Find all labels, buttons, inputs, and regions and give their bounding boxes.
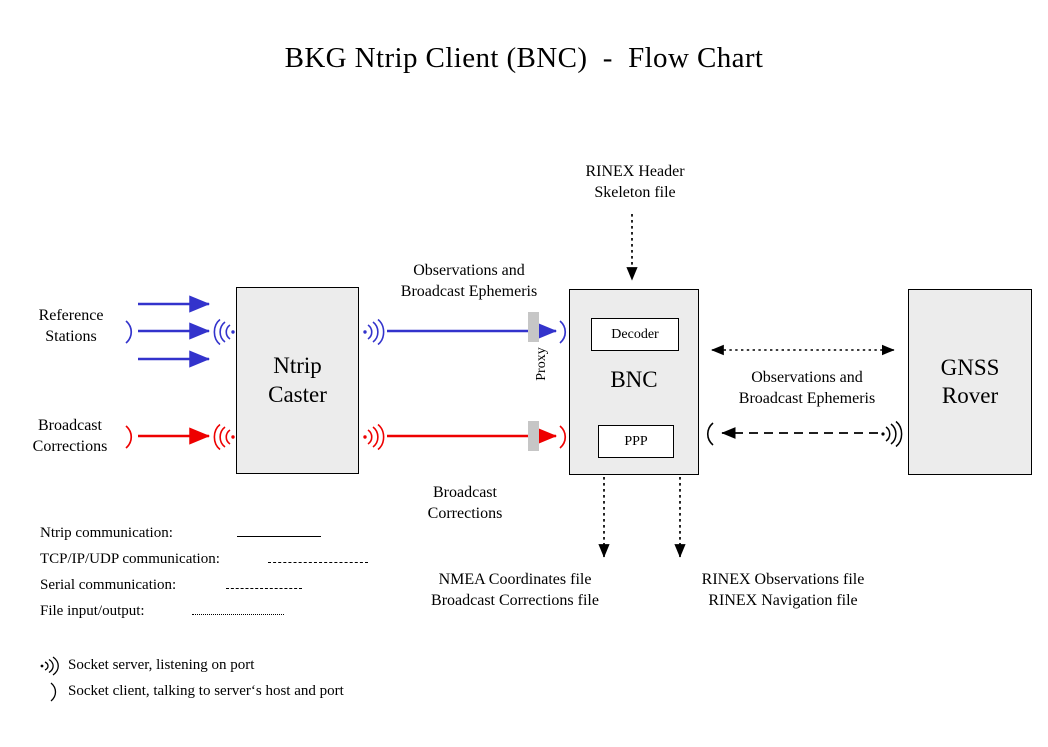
label-nmea-output-files: NMEA Coordinates file Broadcast Correcti… <box>431 571 599 609</box>
node-gnss-rover[interactable]: GNSS Rover <box>908 289 1032 475</box>
socket-client-icon <box>703 420 717 448</box>
proxy-bar-bottom <box>528 421 539 451</box>
socket-client-icon <box>556 318 570 346</box>
node-gnss-rover-label: GNSS Rover <box>940 354 1000 408</box>
node-ntrip-caster[interactable]: Ntrip Caster <box>236 287 359 474</box>
socket-client-icon <box>122 318 136 346</box>
node-bnc-decoder-label: Decoder <box>611 326 659 342</box>
node-bnc-decoder[interactable]: Decoder <box>591 318 679 351</box>
socket-server-icon <box>362 421 386 453</box>
label-rinex-header-skeleton-file: RINEX Header Skeleton file <box>585 163 685 201</box>
legend-label-file: File input/output: <box>40 603 145 619</box>
legend-row-socket-server: Socket server, listening on port <box>38 654 468 680</box>
socket-server-icon <box>212 316 236 348</box>
legend-row-tcpip: TCP/IP/UDP communication: <box>40 549 370 575</box>
legend-socket-glyphs: Socket server, listening on port Socket … <box>38 654 468 706</box>
label-broadcast-corrections-input: Broadcast Corrections <box>32 417 108 455</box>
label-observations-ephemeris-left: Observations and Broadcast Ephemeris <box>400 262 538 300</box>
legend-swatch-solid-line <box>237 536 321 537</box>
legend-row-serial: Serial communication: <box>40 575 370 601</box>
label-broadcast-corrections-mid: Broadcast Corrections <box>427 484 503 522</box>
socket-server-icon <box>880 418 904 450</box>
legend-label-socket-client: Socket client, talking to server‘s host … <box>68 683 344 699</box>
node-bnc-ppp[interactable]: PPP <box>598 425 674 458</box>
legend-swatch-long-dashed-line <box>268 562 368 563</box>
page-title: BKG Ntrip Client (BNC) - Flow Chart <box>284 42 764 74</box>
legend-label-socket-server: Socket server, listening on port <box>68 657 255 673</box>
legend-row-ntrip: Ntrip communication: <box>40 523 370 549</box>
node-ntrip-caster-label: Ntrip Caster <box>268 353 327 407</box>
socket-server-icon <box>38 654 62 683</box>
label-observations-ephemeris-right: Observations and Broadcast Ephemeris <box>738 369 876 407</box>
legend-swatch-dotted-line <box>192 614 284 615</box>
legend-row-socket-client: Socket client, talking to server‘s host … <box>38 680 468 706</box>
legend-row-file: File input/output: <box>40 601 370 627</box>
legend-label-tcpip: TCP/IP/UDP communication: <box>40 551 220 567</box>
legend-line-styles: Ntrip communication: TCP/IP/UDP communic… <box>40 523 370 627</box>
legend-label-serial: Serial communication: <box>40 577 177 593</box>
node-bnc[interactable]: Decoder BNC PPP <box>569 289 699 475</box>
socket-server-icon <box>362 316 386 348</box>
proxy-label: Proxy <box>534 347 549 381</box>
socket-client-icon <box>122 423 136 451</box>
label-rinex-output-files: RINEX Observations file RINEX Navigation… <box>701 571 865 609</box>
node-bnc-ppp-label: PPP <box>624 433 648 449</box>
label-reference-stations: Reference Stations <box>38 307 104 345</box>
legend-label-ntrip: Ntrip communication: <box>40 525 173 541</box>
legend-swatch-dashed-line <box>226 588 302 589</box>
edge-refstations-to-caster <box>138 295 211 368</box>
socket-client-icon <box>556 423 570 451</box>
node-bnc-label: BNC <box>610 367 658 392</box>
proxy-bar-top <box>528 312 539 342</box>
socket-client-icon <box>47 680 61 709</box>
socket-server-icon <box>212 421 236 453</box>
